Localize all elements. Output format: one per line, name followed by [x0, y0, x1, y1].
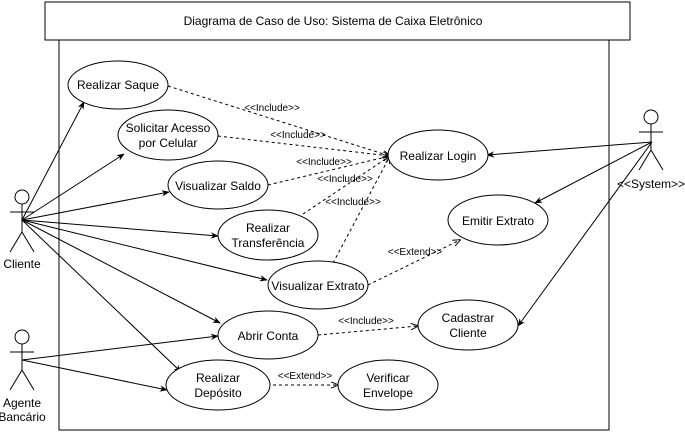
extend-extrato-emitir	[367, 240, 460, 286]
uc-label-cadastrar-cliente-2: Cliente	[449, 326, 487, 340]
agente-associations	[21, 333, 219, 392]
relation-labels: <<Include>> <<Include>> <<Include>> <<In…	[244, 103, 442, 382]
title-box	[44, 1, 631, 41]
cliente-associations	[21, 101, 268, 373]
label-include-saldo: <<Include>>	[296, 157, 352, 168]
assoc-cliente-saque	[21, 101, 85, 221]
uc-label-abrir-conta: Abrir Conta	[238, 329, 299, 343]
uc-label-verificar-envelope-1: Verificar	[366, 371, 409, 385]
actor-cliente-label: Cliente	[3, 257, 41, 271]
uc-label-realizar-deposito-2: Depósito	[194, 386, 242, 400]
include-saldo-login	[267, 156, 390, 186]
label-include-solicitar: <<Include>>	[270, 130, 326, 141]
uc-label-realizar-login: Realizar Login	[400, 149, 477, 163]
uc-realizar-deposito	[165, 359, 271, 411]
uc-label-realizar-deposito-1: Realizar	[196, 371, 240, 385]
label-extend-extrato: <<Extend>>	[388, 247, 443, 258]
uc-realizar-login	[387, 129, 489, 181]
uc-label-cadastrar-cliente-1: Cadastrar	[442, 311, 495, 325]
include-extrato-login	[332, 156, 390, 264]
use-case-labels: Realizar Saque Solicitar Acesso por Celu…	[77, 78, 534, 400]
uc-verificar-envelope	[337, 359, 439, 411]
assoc-cliente-deposito	[21, 219, 182, 373]
actor-agente-label-1: Agente	[3, 396, 41, 410]
uc-visualizar-extrato	[267, 260, 369, 310]
uc-abrir-conta	[217, 310, 319, 360]
assoc-cliente-abrir	[21, 219, 221, 324]
uc-emitir-extrato	[447, 194, 549, 246]
use-cases	[67, 60, 549, 411]
assoc-cliente-solicitar	[21, 153, 125, 221]
uc-label-visualizar-extrato: Visualizar Extrato	[271, 279, 364, 293]
actor-system-label: <<System>>	[617, 177, 685, 191]
uc-visualizar-saldo	[167, 160, 269, 210]
label-include-extrato: <<Include>>	[325, 197, 381, 208]
uc-label-emitir-extrato: Emitir Extrato	[462, 214, 534, 228]
assoc-cliente-transferencia	[21, 219, 219, 239]
uc-label-visualizar-saldo: Visualizar Saldo	[175, 179, 261, 193]
uc-label-realizar-saque: Realizar Saque	[77, 78, 159, 92]
assoc-system-login	[486, 141, 653, 158]
label-extend-deposito: <<Extend>>	[278, 371, 333, 382]
uc-solicitar-acesso	[117, 109, 219, 161]
uc-label-solicitar-acesso-2: por Celular	[139, 136, 198, 150]
include-abrir-cadastrar	[317, 326, 418, 336]
uc-label-solicitar-acesso-1: Solicitar Acesso	[126, 121, 211, 135]
uc-realizar-saque	[67, 60, 169, 110]
system-associations	[486, 141, 653, 327]
assoc-system-cadastrar	[517, 141, 653, 327]
include-saque-login	[167, 85, 390, 156]
actor-system-icon	[638, 109, 664, 171]
uc-realizar-transferencia	[217, 209, 319, 261]
assoc-agente-deposito	[21, 359, 168, 392]
include-solicitar-login	[217, 135, 390, 156]
actor-cliente-icon	[9, 189, 35, 253]
uc-label-realizar-transferencia-2: Transferência	[232, 236, 305, 250]
label-include-saque: <<Include>>	[244, 103, 300, 114]
actor-agente-icon	[9, 329, 35, 391]
assoc-cliente-saldo	[21, 190, 170, 221]
system-boundary	[58, 39, 610, 431]
assoc-cliente-extrato	[21, 219, 268, 282]
actor-agente-label-2: Bancário	[0, 410, 46, 424]
assoc-agente-abrir	[21, 333, 219, 361]
uc-label-verificar-envelope-2: Envelope	[363, 386, 413, 400]
uc-label-realizar-transferencia-1: Realizar	[246, 221, 290, 235]
assoc-system-emitir	[534, 141, 653, 204]
dependency-relations	[167, 85, 460, 385]
uc-cadastrar-cliente	[417, 299, 519, 351]
diagram-title: Diagrama de Caso de Uso: Sistema de Caix…	[184, 14, 483, 28]
label-include-transferencia: <<Include>>	[317, 174, 373, 185]
label-include-abrir: <<Include>>	[338, 316, 394, 327]
